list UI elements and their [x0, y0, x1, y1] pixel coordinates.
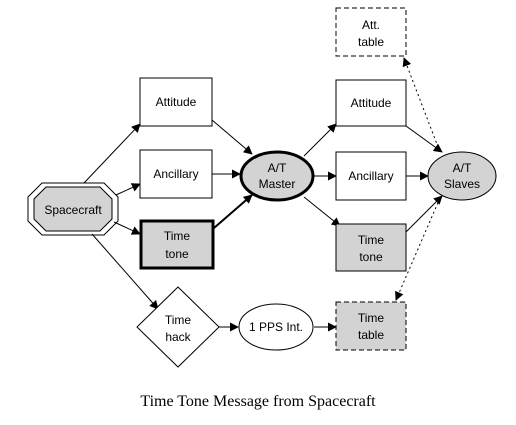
att-table-node: Att. table — [335, 7, 407, 57]
edge-master-time-tone — [303, 196, 341, 227]
time-table-node: Time table — [335, 301, 407, 351]
time-hack-node: Time hack — [136, 286, 220, 368]
edge-time-tone-slaves — [405, 195, 443, 233]
edge-slaves-time-table — [395, 197, 441, 301]
time-tone-left-line2: tone — [165, 247, 189, 261]
at-slaves-line2: Slaves — [444, 177, 480, 191]
time-table-line1: Time — [358, 311, 385, 325]
at-master-line2: Master — [259, 177, 296, 191]
time-hack-line1: Time — [165, 313, 192, 327]
attitude-left-node: Attitude — [139, 77, 213, 127]
pps-int-label: 1 PPS Int. — [249, 320, 303, 334]
at-master-line1: A/T — [268, 161, 287, 175]
att-table-line1: Att. — [362, 18, 380, 32]
time-tone-left-line1: Time — [164, 229, 191, 243]
at-master-node: A/T Master — [239, 150, 315, 202]
at-slaves-node: A/T Slaves — [427, 151, 497, 201]
edge-attitude-master — [211, 119, 253, 155]
edges — [83, 57, 443, 332]
att-table-line2: table — [358, 35, 384, 49]
attitude-left-label: Attitude — [156, 95, 197, 109]
figure-caption: Time Tone Message from Spacecraft — [140, 393, 376, 410]
edge-slaves-att-table — [402, 57, 441, 153]
ancillary-right-node: Ancillary — [335, 151, 407, 201]
edge-spacecraft-time-tone — [113, 221, 141, 235]
time-tone-right-line1: Time — [358, 233, 385, 247]
edge-master-attitude — [303, 123, 337, 157]
attitude-right-label: Attitude — [351, 96, 392, 110]
time-tone-left-node: Time tone — [139, 219, 215, 270]
ancillary-left-label: Ancillary — [153, 167, 198, 181]
time-hack-line2: hack — [165, 330, 191, 344]
ancillary-right-label: Ancillary — [348, 169, 393, 183]
spacecraft-node: Spacecraft — [27, 182, 119, 236]
edge-spacecraft-time-hack — [91, 233, 159, 310]
pps-int-node: 1 PPS Int. — [238, 303, 314, 351]
time-table-line2: table — [358, 328, 384, 342]
time-tone-right-node: Time tone — [335, 223, 407, 272]
time-tone-right-line2: tone — [359, 250, 383, 264]
edge-attitude-slaves — [405, 125, 443, 153]
spacecraft-label: Spacecraft — [44, 203, 102, 217]
edge-spacecraft-ancillary — [115, 183, 141, 196]
at-slaves-line1: A/T — [453, 161, 472, 175]
ancillary-left-node: Ancillary — [139, 149, 213, 199]
edge-spacecraft-attitude — [83, 123, 141, 184]
edge-time-tone-master — [213, 194, 253, 229]
attitude-right-node: Attitude — [335, 79, 407, 127]
